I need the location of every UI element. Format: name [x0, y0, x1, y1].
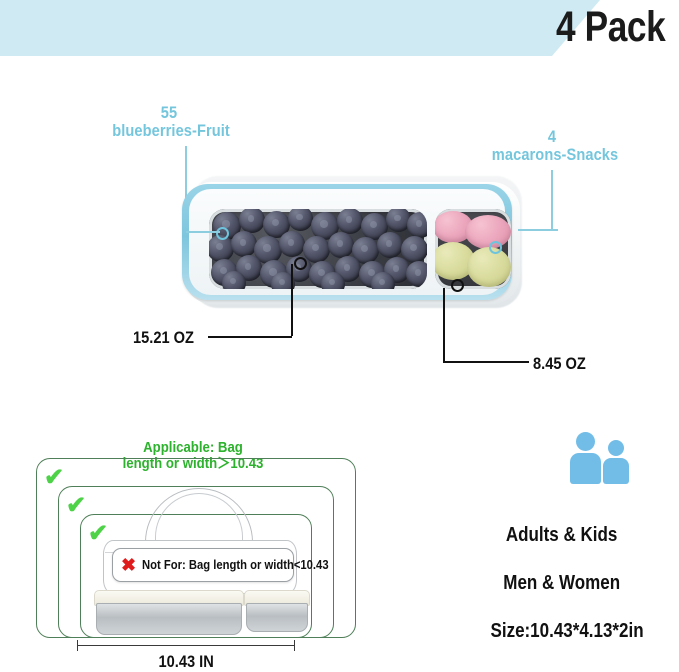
capacity-label-small: 8.45 OZ [533, 354, 586, 373]
check-icon: ✔ [66, 492, 87, 519]
header-banner [0, 0, 600, 56]
leader-line-right-oz-vertical [443, 288, 445, 362]
dimension-line [77, 645, 295, 647]
marker-blueberry-accent [216, 227, 229, 240]
applicable-note: Applicable: Bag length or width＞10.43 [78, 439, 308, 473]
steel-base-large [96, 603, 242, 635]
callout-blueberries-count: 55 [160, 103, 178, 122]
check-icon: ✔ [44, 464, 65, 491]
compartment-fruit [209, 209, 427, 289]
check-icon: ✔ [88, 520, 109, 547]
marker-fruit-capacity [294, 257, 307, 270]
leader-line-blueberries [185, 146, 187, 231]
callout-macarons-count: 4 [547, 127, 557, 146]
applicable-note-line1: Applicable: Bag [143, 439, 243, 456]
leader-line-left-oz-horizontal [208, 336, 292, 338]
leader-line-left-oz-vertical [291, 264, 293, 336]
product-photo-bento-box [180, 172, 532, 316]
callout-macarons: 4 macarons-Snacks [482, 128, 622, 163]
bag-compatibility-diagram: Applicable: Bag length or width＞10.43 ✔ … [30, 439, 370, 671]
adult-and-child-icon [566, 432, 638, 484]
x-mark-icon: ✖ [121, 555, 137, 575]
container-blue-trim [182, 184, 512, 300]
dimension-label: 10.43 IN [158, 652, 214, 671]
capacity-label-large: 15.21 OZ [133, 328, 194, 347]
leader-line-blueberry-horizontal [186, 231, 220, 233]
pack-count-label: 4 Pack [555, 3, 666, 51]
leader-line-macaron-horizontal [518, 229, 558, 231]
callout-blueberries-label: blueberries-Fruit [112, 120, 230, 140]
marker-snack-capacity [451, 279, 464, 292]
steel-base-small [246, 603, 308, 632]
callout-macarons-label: macarons-Snacks [491, 144, 619, 164]
leader-line-macarons [551, 170, 553, 229]
marker-macaron-accent [489, 241, 502, 254]
not-for-callout-box: ✖ Not For: Bag length or width<10.43 [112, 548, 329, 582]
audience-line-adults-kids: Adults & Kids [506, 524, 618, 546]
not-for-text: Not For: Bag length or width<10.43 [142, 558, 329, 572]
audience-line-men-women: Men & Women [503, 572, 621, 594]
steel-container-illustration [92, 590, 310, 636]
callout-blueberries: 55 blueberries-Fruit [103, 104, 235, 139]
size-line: Size:10.43*4.13*2in [490, 620, 644, 642]
container-inner-surface [189, 189, 511, 295]
applicable-note-line2: length or width＞10.43 [122, 455, 264, 473]
leader-line-right-oz-horizontal [443, 361, 529, 363]
